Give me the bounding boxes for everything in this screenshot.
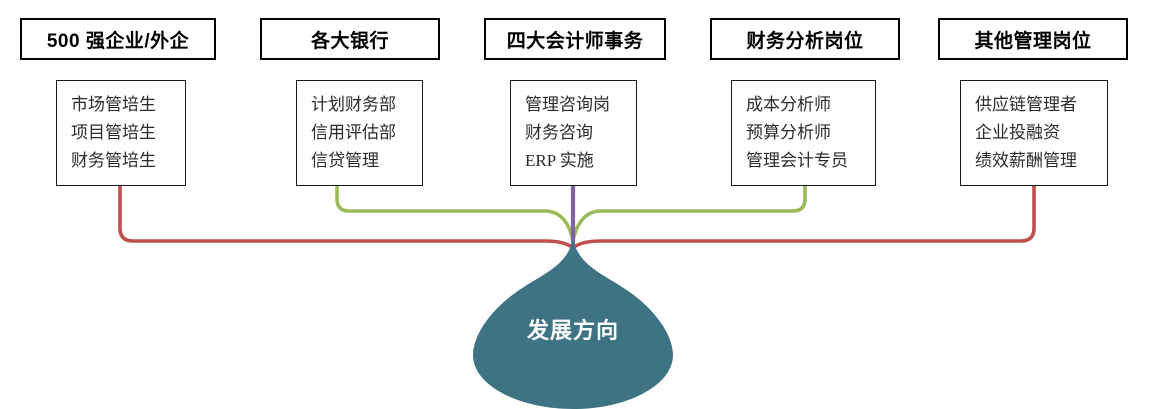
center-teardrop-shape	[473, 238, 673, 409]
content-box-1[interactable]: 计划财务部 信用评估部 信贷管理	[296, 80, 423, 186]
content-item: 供应链管理者	[975, 95, 1077, 114]
content-item: 管理会计专员	[746, 151, 848, 170]
content-item: 项目管培生	[71, 123, 156, 142]
header-box-4[interactable]: 其他管理岗位	[938, 18, 1128, 60]
content-item: 成本分析师	[746, 95, 831, 114]
connector-green-right	[571, 184, 807, 242]
connector-red-left	[118, 184, 575, 250]
content-item: 绩效薪酬管理	[975, 151, 1077, 170]
header-box-3[interactable]: 财务分析岗位	[710, 18, 900, 60]
content-item: 管理咨询岗	[525, 95, 610, 114]
content-item: ERP 实施	[525, 151, 594, 170]
header-box-0[interactable]: 500 强企业/外企	[20, 18, 216, 60]
center-node-label: 发展方向	[526, 318, 619, 343]
header-box-2[interactable]: 四大会计师事务	[484, 18, 666, 60]
connector-green-left	[335, 184, 575, 242]
content-box-2[interactable]: 管理咨询岗 财务咨询 ERP 实施	[510, 80, 637, 186]
content-item: 企业投融资	[975, 123, 1060, 142]
header-box-1[interactable]: 各大银行	[260, 18, 440, 60]
content-item: 财务管培生	[71, 151, 156, 170]
content-item: 计划财务部	[311, 95, 396, 114]
connector-red-right	[571, 184, 1036, 250]
content-box-4[interactable]: 供应链管理者 企业投融资 绩效薪酬管理	[960, 80, 1108, 186]
content-item: 市场管培生	[71, 95, 156, 114]
content-item: 信贷管理	[311, 151, 379, 170]
content-box-0[interactable]: 市场管培生 项目管培生 财务管培生	[56, 80, 186, 186]
content-box-3[interactable]: 成本分析师 预算分析师 管理会计专员	[731, 80, 876, 186]
content-item: 信用评估部	[311, 123, 396, 142]
content-item: 财务咨询	[525, 123, 593, 142]
content-item: 预算分析师	[746, 123, 831, 142]
